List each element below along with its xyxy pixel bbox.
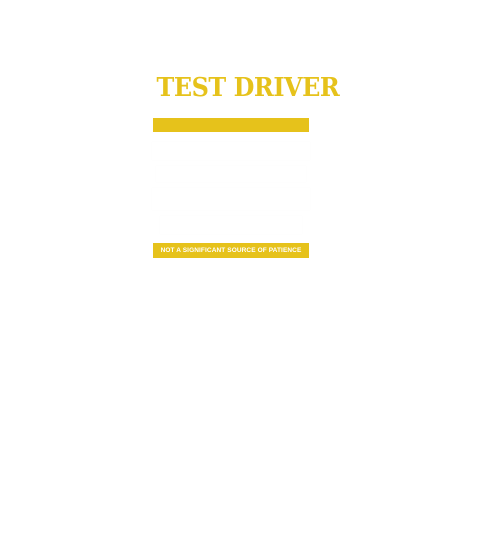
design-tagline: NOT A SIGNIFICANT SOURCE OF PATIENCE (160, 247, 302, 254)
bottom-accent-bar: NOT A SIGNIFICANT SOURCE OF PATIENCE (153, 243, 309, 258)
graphic-stripe (152, 188, 310, 210)
graphic-stripe (152, 142, 310, 160)
top-accent-bar (153, 118, 309, 132)
white-graphic-area (150, 136, 312, 240)
tshirt-design: TEST DRIVER NOT A SIGNIFICANT SOURCE OF … (150, 70, 340, 262)
graphic-stripe (156, 166, 306, 182)
design-title: TEST DRIVER (156, 73, 340, 103)
graphic-stripe (160, 216, 302, 234)
